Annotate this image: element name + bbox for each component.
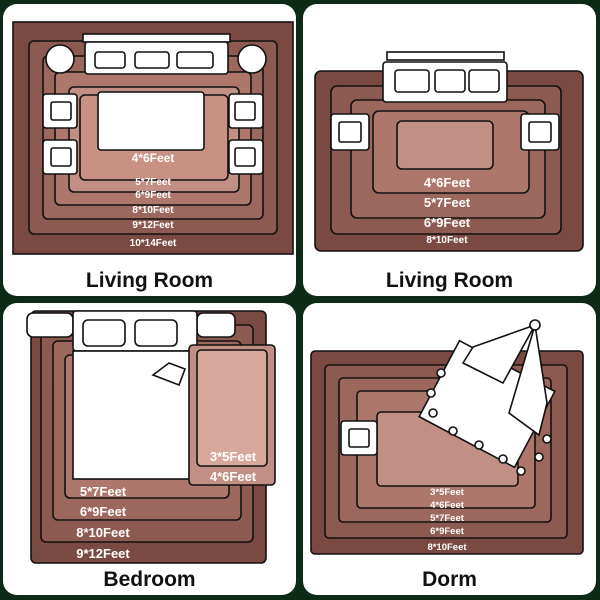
label-5x7: 5*7Feet [424, 195, 471, 210]
label-8x10: 8*10Feet [132, 205, 174, 216]
rug-3x5 [196, 349, 268, 467]
canopy-bead [428, 408, 438, 418]
sofa [382, 51, 508, 103]
sofa-cushion-left [394, 69, 430, 93]
canopy-knot [529, 319, 541, 331]
canopy-bead [436, 368, 446, 378]
living-room-rug-diagram-large: 4*6Feet 5*7Feet 6*9Feet 8*10Feet 9*12Fee… [12, 21, 294, 255]
bedroom-rug-diagram: 3*5Feet 4*6Feet 5*7Feet 6*9Feet 8*10Feet… [26, 310, 276, 564]
label-6x9: 6*9Feet [430, 526, 465, 537]
canopy-side [508, 324, 548, 437]
nightstand-right [196, 312, 236, 338]
side-table-right [237, 44, 267, 74]
label-4x6: 4*6Feet [210, 469, 257, 484]
label-6x9: 6*9Feet [135, 190, 171, 201]
sofa-cushion-right [468, 69, 500, 93]
nightstand-left [26, 312, 74, 338]
armchair-left [330, 113, 370, 151]
canopy-bead [498, 454, 508, 464]
living-room-rug-diagram-small: 4*6Feet 5*7Feet 6*9Feet 8*10Feet [314, 51, 584, 252]
armchair-right-bottom [228, 139, 264, 175]
coffee-table [396, 120, 494, 170]
label-4x6: 4*6Feet [132, 151, 175, 165]
canopy-bead [516, 466, 526, 476]
sofa-back [386, 51, 505, 61]
panel-caption-bedroom: Bedroom [103, 568, 196, 591]
armchair-right-top [228, 93, 264, 129]
panel-caption-living-room-1: Living Room [85, 269, 214, 292]
label-6x9: 6*9Feet [424, 215, 471, 230]
label-4x6: 4*6Feet [430, 500, 465, 511]
living-room-panel-large: 4*6Feet 5*7Feet 6*9Feet 8*10Feet 9*12Fee… [3, 4, 296, 296]
panel-caption-dorm: Dorm [422, 568, 477, 591]
sofa-back [82, 33, 231, 43]
living-room-panel-small: 4*6Feet 5*7Feet 6*9Feet 8*10Feet Living … [303, 4, 596, 296]
canopy-bead [534, 452, 544, 462]
bed [72, 310, 198, 480]
sofa-cushion-right [176, 51, 214, 69]
dorm-panel: 3*5Feet 4*6Feet 5*7Feet 6*9Feet 8*10Feet… [303, 303, 596, 595]
canopy-bead [426, 388, 436, 398]
label-9x12: 9*12Feet [132, 220, 174, 231]
side-table-left [45, 44, 75, 74]
desk-chair [340, 420, 378, 456]
pillow-left [82, 319, 126, 347]
sofa-cushion-left [94, 51, 126, 69]
label-5x7: 5*7Feet [430, 513, 465, 524]
armchair-right [520, 113, 560, 151]
label-9x12: 9*12Feet [76, 546, 130, 561]
pillow-right [134, 319, 178, 347]
label-3x5: 3*5Feet [210, 449, 257, 464]
label-8x10: 8*10Feet [426, 235, 468, 246]
sofa-cushion-middle [134, 51, 170, 69]
canopy-top [461, 323, 537, 385]
bedroom-panel: 3*5Feet 4*6Feet 5*7Feet 6*9Feet 8*10Feet… [3, 303, 296, 595]
sofa-cushion-middle [434, 69, 466, 93]
armchair-left-bottom [42, 139, 78, 175]
label-5x7: 5*7Feet [135, 177, 171, 188]
label-10x14: 10*14Feet [130, 238, 177, 249]
coffee-table [97, 91, 205, 151]
label-8x10: 8*10Feet [76, 525, 130, 540]
label-4x6: 4*6Feet [424, 175, 471, 190]
label-3x5: 3*5Feet [430, 487, 465, 498]
panel-caption-living-room-2: Living Room [385, 269, 514, 292]
canopy-bed [418, 319, 556, 476]
armchair-left-top [42, 93, 78, 129]
sofa [82, 33, 231, 75]
dorm-rug-diagram: 3*5Feet 4*6Feet 5*7Feet 6*9Feet 8*10Feet [310, 319, 584, 555]
canopy-bead [474, 440, 484, 450]
canopy-bead [448, 426, 458, 436]
blanket-fold [151, 362, 187, 387]
label-5x7: 5*7Feet [80, 484, 127, 499]
label-6x9: 6*9Feet [80, 504, 127, 519]
label-8x10: 8*10Feet [427, 542, 467, 553]
canopy-bead [542, 434, 552, 444]
